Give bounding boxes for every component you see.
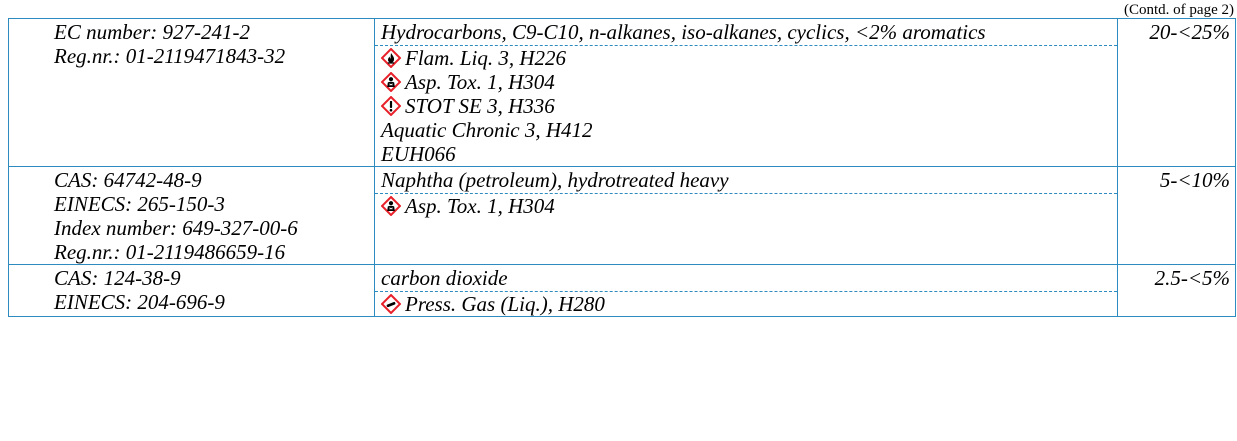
hazard-classification-list: Asp. Tox. 1, H304 xyxy=(375,193,1117,218)
component-cell: Naphtha (petroleum), hydrotreated heavy … xyxy=(374,166,1118,265)
hazard-text: Asp. Tox. 1, H304 xyxy=(405,194,555,218)
hazard-text: EUH066 xyxy=(381,142,456,166)
gas-cylinder-pictogram-icon xyxy=(380,293,402,315)
component-cell: Hydrocarbons, C9-C10, n-alkanes, iso-alk… xyxy=(374,18,1118,167)
identifier-line: EC number: 927-241-2 xyxy=(54,20,250,44)
health-hazard-pictogram-icon xyxy=(380,71,402,93)
health-hazard-pictogram-icon xyxy=(380,195,402,217)
component-name: carbon dioxide xyxy=(381,266,508,290)
component-cell: carbon dioxide Press. Gas (Liq.), H280 xyxy=(374,264,1118,317)
hazard-text: STOT SE 3, H336 xyxy=(405,94,555,118)
identifier-line: CAS: 64742-48-9 xyxy=(54,168,202,192)
hazard-classification: EUH066 xyxy=(381,142,1111,166)
exclamation-pictogram-icon xyxy=(380,95,402,117)
identifier-line: Reg.nr.: 01-2119486659-16 xyxy=(54,240,286,264)
flame-pictogram-icon xyxy=(380,47,402,69)
hazard-text: Flam. Liq. 3, H226 xyxy=(405,46,567,70)
identifier-line: Index number: 649-327-00-6 xyxy=(54,216,298,240)
identifier-line: CAS: 124-38-9 xyxy=(54,266,181,290)
identifier-line: EINECS: 265-150-3 xyxy=(54,192,225,216)
component-name: Hydrocarbons, C9-C10, n-alkanes, iso-alk… xyxy=(381,20,986,44)
continuation-note: (Contd. of page 2) xyxy=(1124,2,1234,18)
hazard-classification: Flam. Liq. 3, H226 xyxy=(380,46,1111,70)
hazard-text: Aquatic Chronic 3, H412 xyxy=(381,118,593,142)
component-name: Naphtha (petroleum), hydrotreated heavy xyxy=(381,168,729,192)
hazard-classification: STOT SE 3, H336 xyxy=(380,94,1111,118)
identifier-line: Reg.nr.: 01-2119471843-32 xyxy=(54,44,286,68)
hazard-text: Press. Gas (Liq.), H280 xyxy=(405,292,605,316)
concentration-cell: 20-<25% xyxy=(1117,18,1236,167)
identifier-line: EINECS: 204-696-9 xyxy=(54,290,225,314)
hazard-classification: Asp. Tox. 1, H304 xyxy=(380,194,1111,218)
hazard-classification: Press. Gas (Liq.), H280 xyxy=(380,292,1111,316)
hazard-classification-list: Press. Gas (Liq.), H280 xyxy=(375,291,1117,316)
hazard-classification-list: Flam. Liq. 3, H226 Asp. Tox. 1, H304 STO… xyxy=(375,45,1117,166)
hazard-classification: Asp. Tox. 1, H304 xyxy=(380,70,1111,94)
concentration-cell: 5-<10% xyxy=(1117,166,1236,265)
hazard-classification: Aquatic Chronic 3, H412 xyxy=(381,118,1111,142)
concentration-cell: 2.5-<5% xyxy=(1117,264,1236,317)
hazard-text: Asp. Tox. 1, H304 xyxy=(405,70,555,94)
